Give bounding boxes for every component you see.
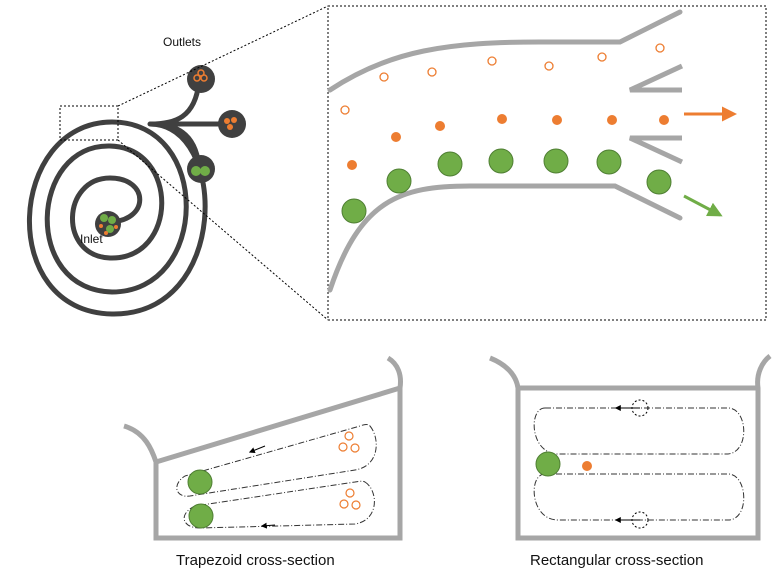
channel-inner-wall [327,183,683,293]
inlet-label: Inlet [80,232,103,246]
outlet-middle [218,110,246,138]
small-particle-cluster-upper [338,431,360,453]
down-right-arrow-icon [683,194,723,217]
rectangular-cross-section: Rectangular cross-section [489,354,772,569]
large-particle [187,469,213,495]
small-particles-hollow [340,43,665,115]
vortex-upper [176,424,377,497]
arrow-highlight [631,511,649,529]
rectangular-channel-walls [489,354,772,541]
small-particle-cluster-lower [339,488,361,510]
vortex-upper [533,407,745,455]
outlet-top [187,65,215,93]
splitter-upper [628,63,684,93]
small-particles-filled [347,114,669,170]
trapezoid-caption: Trapezoid cross-section [176,552,335,569]
arrow-highlight [631,399,649,417]
spiral-channel [26,119,208,317]
zoomed-outlet-panel [327,5,767,321]
spiral-chip: Outlets Inlet [26,35,246,317]
trapezoid-cross-section: Trapezoid cross-section [123,355,403,569]
vortex-lower [183,480,375,529]
large-particle [188,503,214,529]
large-particle [535,451,561,477]
splitter-lower [628,135,684,165]
outlet-bottom [187,155,215,183]
zoom-indicator [59,5,329,321]
trapezoid-channel-walls [123,355,403,541]
inlet [95,211,121,237]
large-particles [341,148,672,224]
zoom-source-box [59,105,119,141]
small-particle [582,461,592,471]
rectangular-caption: Rectangular cross-section [530,552,703,569]
vortex-lower [533,473,745,521]
channel-outer-wall [327,9,683,93]
outlets-label: Outlets [163,35,201,49]
